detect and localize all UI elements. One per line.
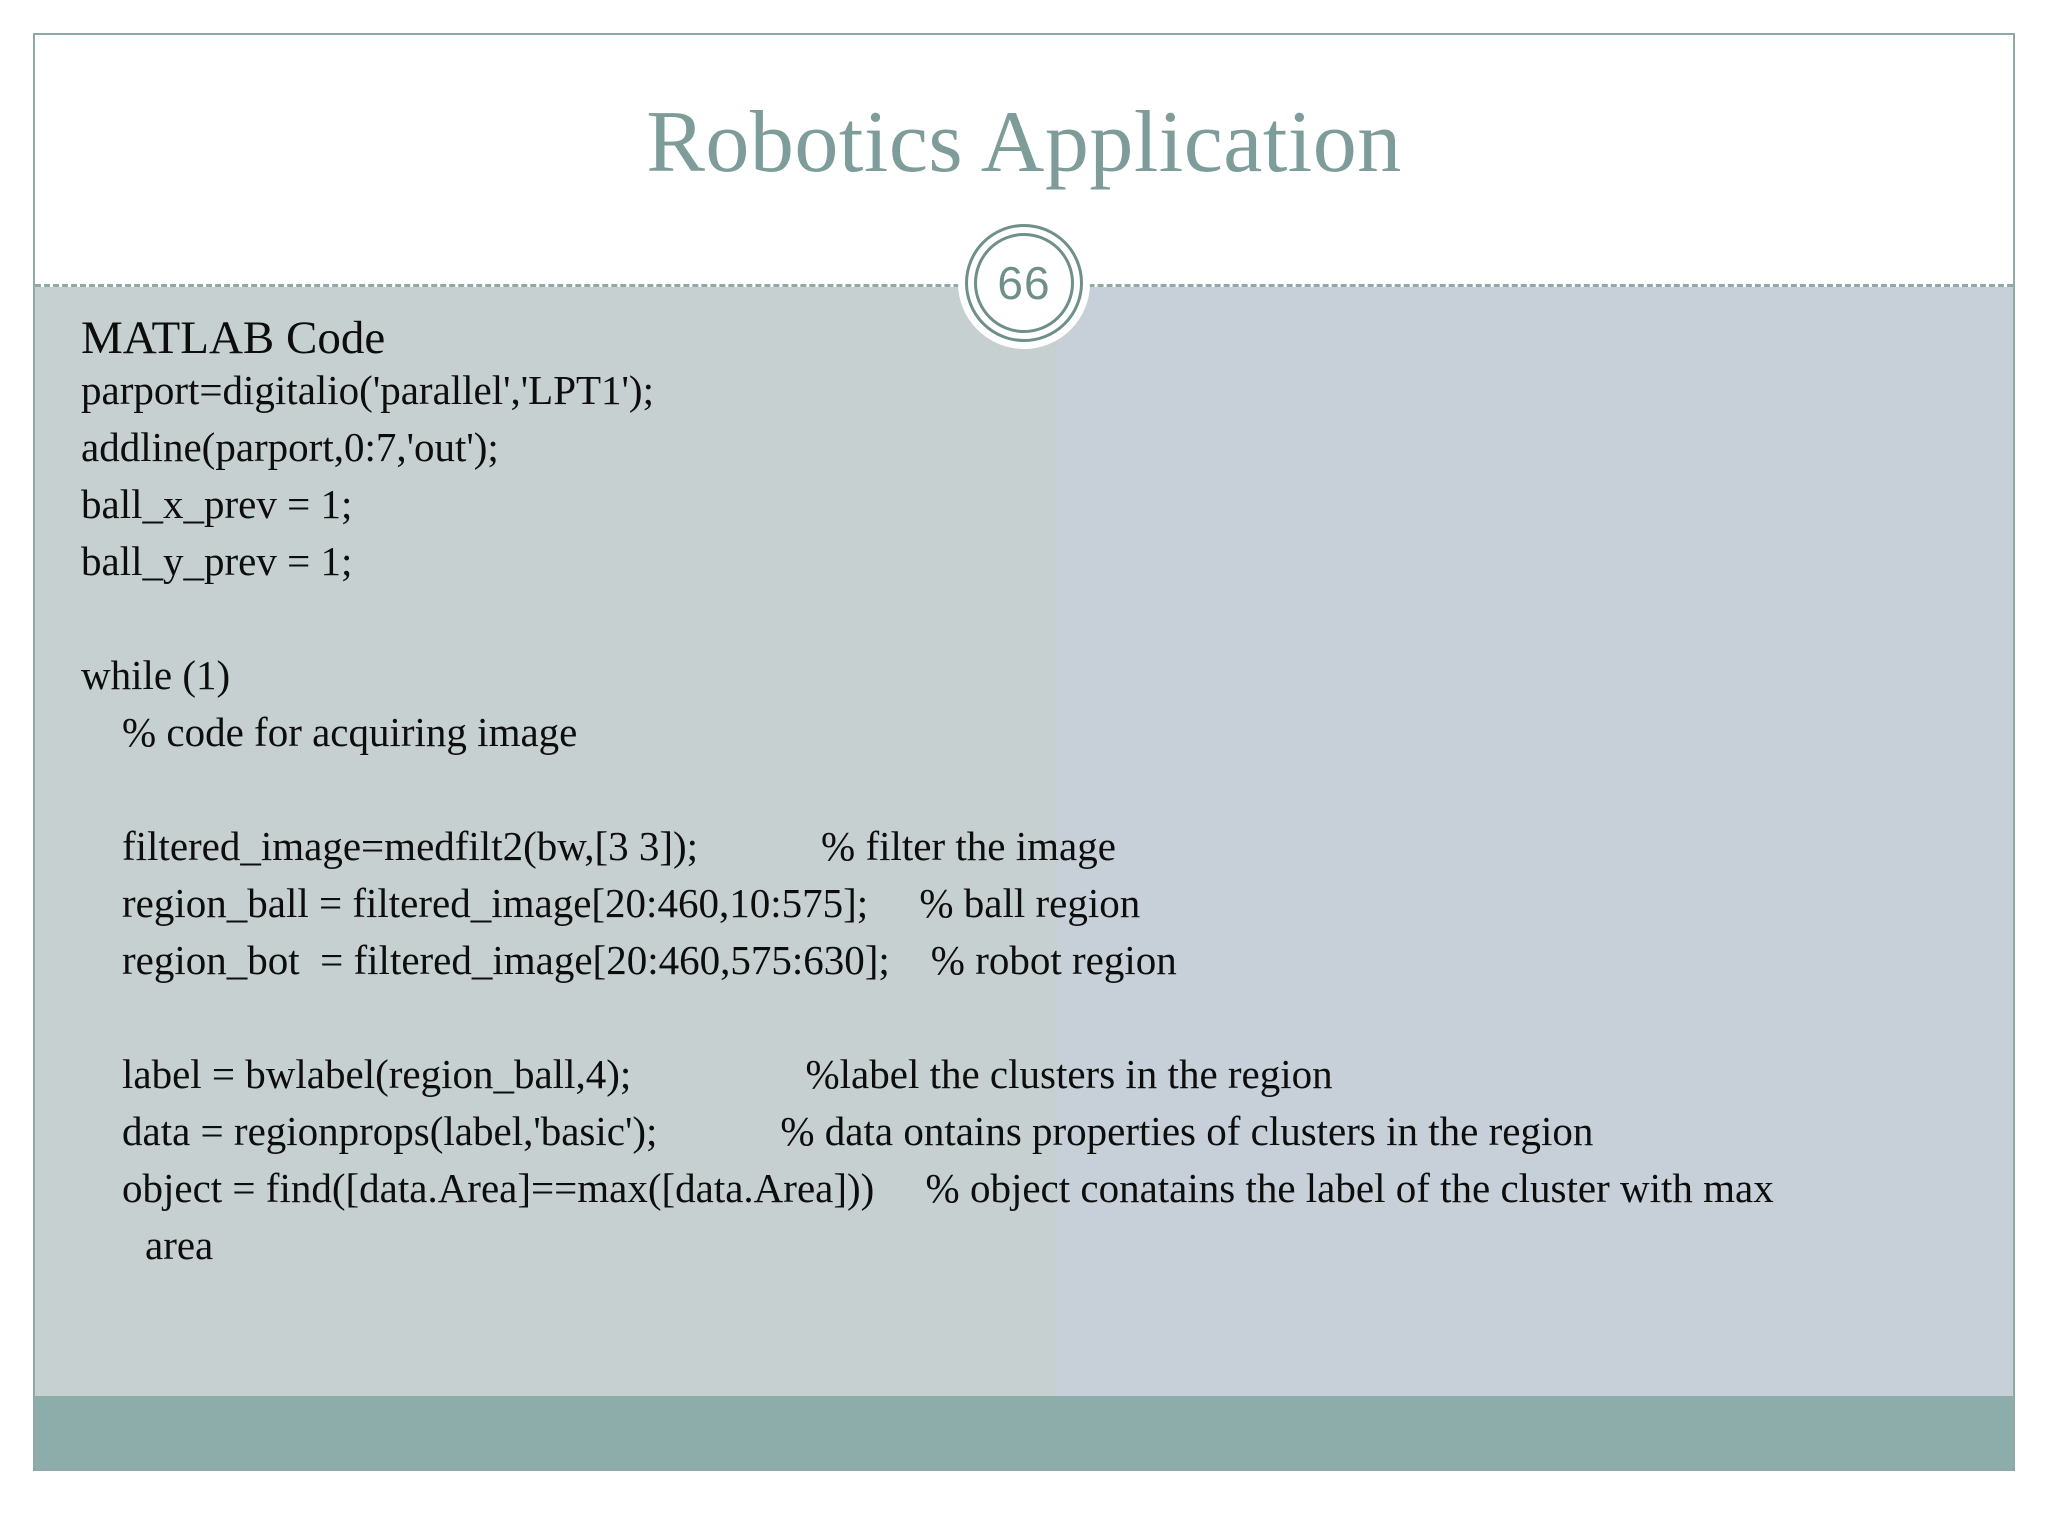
- page-number-label: 66: [997, 257, 1051, 309]
- badge-outer-ring: [965, 224, 1083, 342]
- code-line: while (1): [81, 652, 231, 698]
- code-blank-line: [81, 590, 1983, 647]
- code-line: object = find([data.Area]==max([data.Are…: [122, 1165, 1774, 1211]
- code-line: data = regionprops(label,'basic'); % dat…: [122, 1108, 1594, 1154]
- code-blank-line: [81, 761, 1983, 818]
- code-line: addline(parport,0:7,'out');: [81, 424, 499, 470]
- page-number-badge: 66: [958, 217, 1090, 349]
- code-line: parport=digitalio('parallel','LPT1');: [81, 367, 654, 413]
- slide: Robotics Application MATLAB Code parport…: [33, 33, 2015, 1471]
- page-title: Robotics Application: [646, 94, 1402, 191]
- code-line: label = bwlabel(region_ball,4); %label t…: [122, 1051, 1333, 1097]
- code-line: area: [145, 1222, 214, 1268]
- code-line: ball_x_prev = 1;: [81, 481, 353, 527]
- code-line: ball_y_prev = 1;: [81, 538, 353, 584]
- code-content: MATLAB Code parport=digitalio('parallel'…: [81, 315, 1983, 1274]
- slide-body-panel: MATLAB Code parport=digitalio('parallel'…: [35, 287, 2013, 1469]
- code-line: % code for acquiring image: [122, 709, 578, 755]
- footer-bar: [35, 1396, 2013, 1469]
- code-line: region_ball = filtered_image[20:460,10:5…: [122, 880, 1141, 926]
- code-blank-line: [81, 989, 1983, 1046]
- matlab-code-block: parport=digitalio('parallel','LPT1'); add…: [81, 362, 1983, 1274]
- badge-inner-ring: [974, 233, 1074, 333]
- code-heading: MATLAB Code: [81, 312, 386, 364]
- code-line: region_bot = filtered_image[20:460,575:6…: [122, 937, 1177, 983]
- code-line: filtered_image=medfilt2(bw,[3 3]); % fil…: [122, 823, 1116, 869]
